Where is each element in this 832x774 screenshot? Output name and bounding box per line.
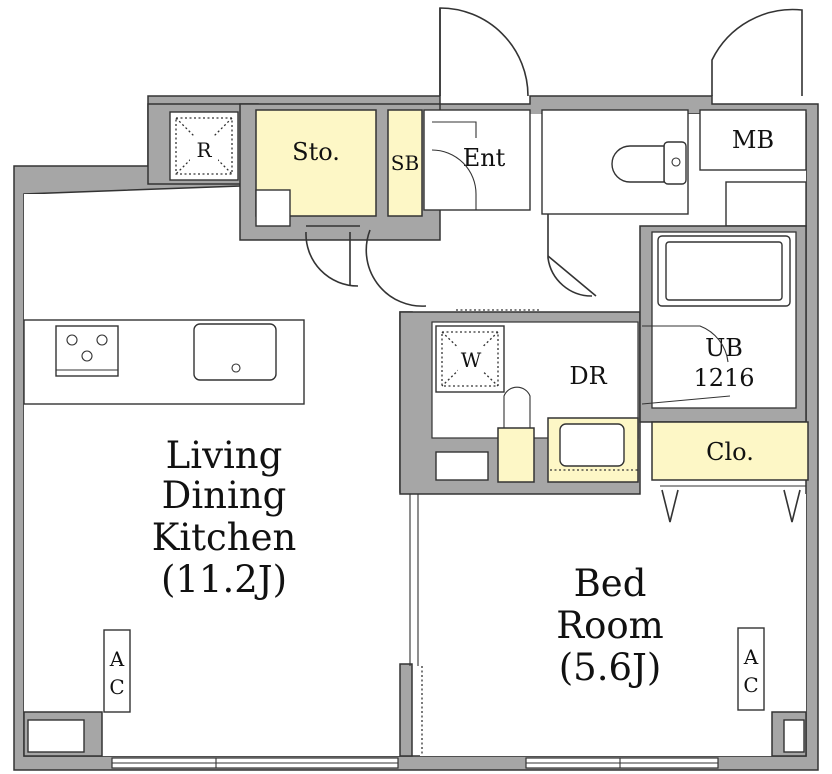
closet: [651, 421, 809, 481]
dressing-room-label: DR: [569, 362, 607, 390]
bed-size: (5.6J): [559, 646, 662, 689]
hall-door-swing-1: [305, 225, 360, 287]
unit-bath-size: 1216: [693, 364, 754, 392]
ac-bed-c: C: [743, 673, 758, 697]
column-bottom-left-inner: [27, 719, 85, 753]
shoe-box: [387, 109, 423, 217]
toilet-door-swing: [547, 214, 593, 297]
meter-box: [699, 109, 807, 171]
burner-3: [81, 350, 93, 362]
ac-unit-ldk: [103, 629, 131, 713]
closet-label: Clo.: [706, 438, 754, 466]
burner-2: [96, 334, 108, 346]
front-door-swing: [439, 7, 529, 97]
entrance-step: [432, 121, 477, 138]
closet-door-left: [661, 489, 679, 523]
washer-diag-1: [441, 331, 499, 387]
ldk-label-1: Living: [166, 434, 283, 477]
window-bed: [525, 757, 719, 769]
sink: [193, 323, 277, 381]
entrance-label: Ent: [463, 144, 506, 172]
window-ldk: [111, 757, 399, 769]
meter-door-swing: [711, 8, 803, 96]
storage-label: Sto.: [292, 138, 340, 166]
burner-1: [66, 334, 78, 346]
toilet-flush: [671, 157, 681, 167]
bathtub-inner: [665, 241, 783, 301]
meter-box-label: MB: [732, 126, 774, 154]
ac-unit-bed: [737, 627, 765, 711]
shoe-box-label: SB: [391, 151, 419, 175]
washer-inner: [441, 331, 499, 387]
ldk-label-3: Kitchen: [152, 516, 297, 559]
meter-shelf: [725, 181, 807, 227]
dr-shelf: [435, 451, 489, 481]
bed-label-1: Bed: [574, 562, 647, 605]
washer-label: W: [461, 348, 482, 372]
sink-drain: [231, 363, 241, 373]
dr-cabinet: [497, 427, 535, 483]
entrance-inner-swing: [431, 149, 477, 210]
partition-wall-lower: [399, 663, 413, 757]
ldk-size: (11.2J): [161, 558, 287, 601]
ldk-label-2: Dining: [162, 474, 287, 517]
ac-ldk-c: C: [109, 675, 124, 699]
bath-door-swing: [641, 325, 731, 405]
washer-diag-2: [441, 331, 499, 387]
toilet-bowl: [611, 145, 665, 183]
refrigerator-label: R: [196, 138, 212, 162]
entrance-area: [423, 109, 531, 211]
pipe-shaft: [255, 189, 291, 227]
fridge-label-bg: [190, 136, 218, 162]
vanity-basin: [559, 423, 625, 467]
ac-bed-a: A: [743, 645, 759, 669]
fridge-inner: [175, 117, 233, 175]
column-bottom-right-inner: [783, 719, 805, 753]
bed-label-2: Room: [556, 604, 664, 647]
hall-door-swing-2: [349, 229, 427, 307]
dr-faucet: [503, 386, 531, 428]
toilet-door-leaf: [547, 255, 597, 297]
washer-label-bg: [458, 346, 484, 372]
toilet-tank: [663, 141, 687, 185]
closet-door-right: [783, 489, 801, 523]
ac-ldk-a: A: [109, 647, 125, 671]
bed-floor: [420, 494, 806, 756]
